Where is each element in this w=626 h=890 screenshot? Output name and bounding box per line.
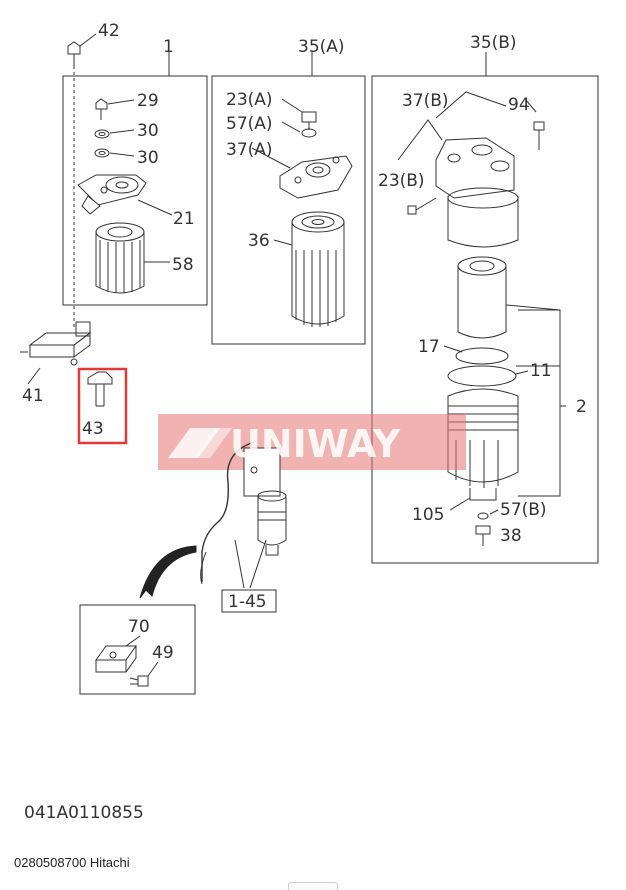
label-1-45: 1-45 bbox=[228, 592, 267, 612]
bolt-23b[interactable] bbox=[407, 197, 437, 215]
label-30a: 30 bbox=[137, 121, 159, 141]
label-37b: 37(B) bbox=[402, 91, 449, 111]
filter-head-37a[interactable] bbox=[251, 147, 353, 199]
group-box-35b bbox=[371, 52, 599, 564]
bolt-29[interactable] bbox=[95, 98, 135, 120]
bracket-70[interactable] bbox=[95, 635, 141, 673]
label-11: 11 bbox=[530, 361, 552, 381]
label-23a: 23(A) bbox=[226, 90, 273, 110]
filter-head-21[interactable] bbox=[77, 174, 173, 216]
diagram-code: 041A0110855 bbox=[24, 803, 144, 823]
label-37a: 37(A) bbox=[226, 140, 273, 160]
filter-assembly-1-45[interactable] bbox=[200, 441, 287, 613]
bracket-41[interactable] bbox=[20, 321, 92, 385]
group-box-70 bbox=[79, 604, 196, 695]
bracket-2 bbox=[518, 309, 561, 497]
label-17: 17 bbox=[418, 337, 440, 357]
watermark bbox=[158, 414, 466, 470]
label-35b: 35(B) bbox=[470, 33, 517, 53]
filter-cartridge-58[interactable] bbox=[95, 222, 170, 294]
detail-arrow bbox=[139, 545, 197, 599]
washer-57b[interactable] bbox=[477, 509, 499, 520]
label-38: 38 bbox=[500, 526, 522, 546]
o-ring-17[interactable] bbox=[443, 345, 509, 365]
caption: 0280508700 Hitachi bbox=[14, 855, 130, 870]
plug-23a[interactable] bbox=[281, 98, 317, 130]
drain-plug-38[interactable] bbox=[475, 525, 491, 546]
group-box-35a bbox=[211, 52, 366, 345]
label-36: 36 bbox=[248, 231, 270, 251]
label-43: 43 bbox=[82, 419, 104, 439]
label-1: 1 bbox=[163, 37, 174, 57]
bolt-49[interactable] bbox=[129, 661, 159, 687]
washer-57a[interactable] bbox=[281, 121, 317, 138]
label-70: 70 bbox=[128, 617, 150, 637]
label-58: 58 bbox=[172, 255, 194, 275]
label-42: 42 bbox=[98, 21, 120, 41]
label-57a: 57(A) bbox=[226, 114, 273, 134]
washer-30a[interactable] bbox=[94, 129, 135, 139]
scroll-tab bbox=[288, 882, 338, 890]
highlight-box-43 bbox=[77, 367, 128, 445]
bolt-43[interactable] bbox=[87, 371, 113, 407]
filter-head-37b[interactable] bbox=[397, 91, 519, 248]
label-21: 21 bbox=[173, 209, 195, 229]
label-29: 29 bbox=[137, 91, 159, 111]
label-2: 2 bbox=[576, 397, 587, 417]
filter-cartridge-36[interactable] bbox=[273, 211, 345, 327]
bolt-94[interactable] bbox=[525, 99, 545, 150]
label-23b: 23(B) bbox=[378, 171, 425, 191]
label-35a: 35(A) bbox=[298, 37, 345, 57]
label-30b: 30 bbox=[137, 148, 159, 168]
filter-element[interactable] bbox=[457, 256, 561, 339]
label-94: 94 bbox=[508, 95, 530, 115]
watermark-text: UNIWAY bbox=[230, 422, 401, 466]
label-105: 105 bbox=[412, 505, 444, 525]
label-41: 41 bbox=[22, 386, 44, 406]
bolt-42[interactable] bbox=[67, 33, 97, 330]
washer-30b[interactable] bbox=[94, 148, 135, 158]
label-57b: 57(B) bbox=[500, 500, 547, 520]
group-box-1 bbox=[62, 52, 208, 306]
label-49: 49 bbox=[152, 643, 174, 663]
o-ring-11[interactable] bbox=[447, 365, 529, 387]
